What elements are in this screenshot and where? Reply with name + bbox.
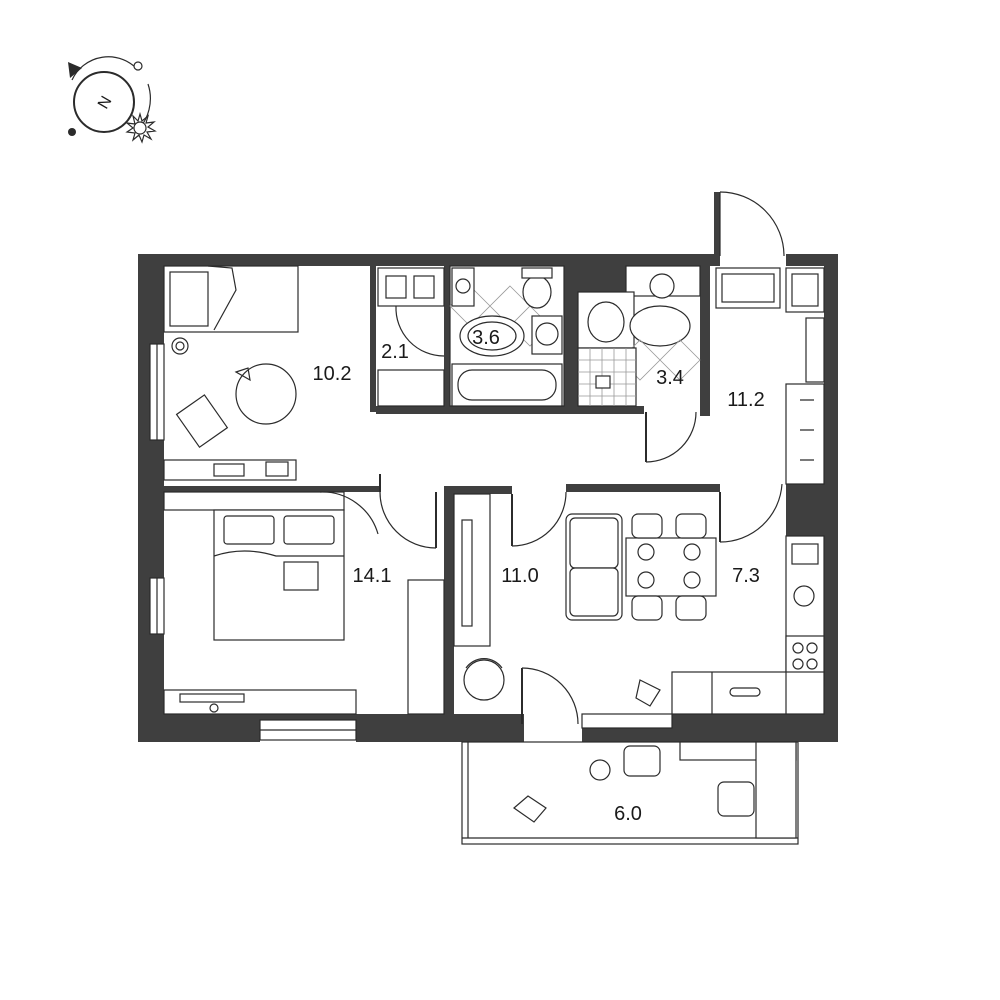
bathroom	[449, 265, 565, 407]
room-area-bedroom-small: 10.2	[313, 363, 352, 385]
room-area-hallway: 11.2	[727, 389, 764, 411]
entry-door	[714, 191, 785, 257]
room-area-wardrobe: 2.1	[381, 341, 409, 363]
toilet	[577, 265, 701, 407]
north-letter: N	[95, 93, 116, 112]
balcony	[461, 713, 799, 845]
bedroom-large	[163, 474, 445, 715]
hallway	[645, 267, 825, 485]
room-area-bedroom-large: 14.1	[353, 565, 392, 587]
room-area-bathroom: 3.6	[472, 327, 500, 349]
wardrobe	[377, 267, 445, 407]
room-area-labels: 10.2 2.1 3.6 3.4 11.2 14.1 11.0 7.3 6.0	[313, 327, 765, 825]
bedroom-small	[163, 265, 299, 481]
living-room	[453, 491, 579, 725]
kitchen	[565, 483, 825, 715]
room-area-living-room: 11.0	[501, 565, 538, 587]
sun-icon	[125, 111, 157, 144]
room-area-balcony: 6.0	[614, 803, 642, 825]
room-area-toilet: 3.4	[656, 367, 684, 389]
room-area-kitchen: 7.3	[732, 565, 760, 587]
